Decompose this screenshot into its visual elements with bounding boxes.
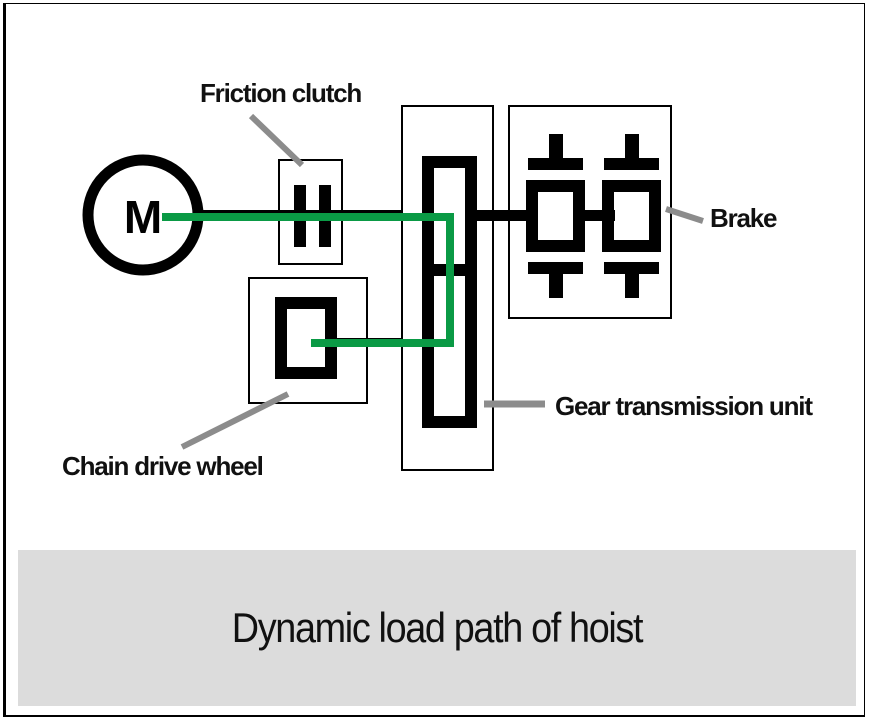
brake-pad-top	[604, 158, 659, 170]
brake-pad-stem	[549, 268, 563, 298]
load-path-line	[162, 213, 454, 347]
brake-pad-stem	[549, 134, 563, 164]
caption-box: Dynamic load path of hoist	[18, 550, 856, 706]
brake-disc-right	[602, 180, 661, 252]
brake-label: Brake	[710, 203, 777, 233]
diagram-title: Dynamic load path of hoist	[231, 604, 644, 651]
brake	[471, 105, 672, 319]
brake-pad-stem	[625, 268, 639, 298]
brake-pad-top	[528, 158, 583, 170]
gear-symbol	[422, 156, 477, 428]
friction-clutch-label: Friction clutch	[200, 78, 361, 108]
friction-clutch	[278, 159, 343, 265]
brake-connecting-shaft	[585, 210, 615, 221]
motor-symbol: M	[124, 191, 162, 243]
brake-pad-stem	[625, 134, 639, 164]
brake-disc-left	[526, 180, 585, 252]
brake-input-shaft	[471, 210, 531, 221]
chain-drive-wheel-label: Chain drive wheel	[62, 451, 263, 481]
chain-drive-wheel-leader	[180, 391, 290, 450]
friction-clutch-leader	[248, 113, 305, 168]
gear-transmission-unit-label: Gear transmission unit	[555, 391, 813, 421]
brake-leader	[665, 206, 704, 224]
